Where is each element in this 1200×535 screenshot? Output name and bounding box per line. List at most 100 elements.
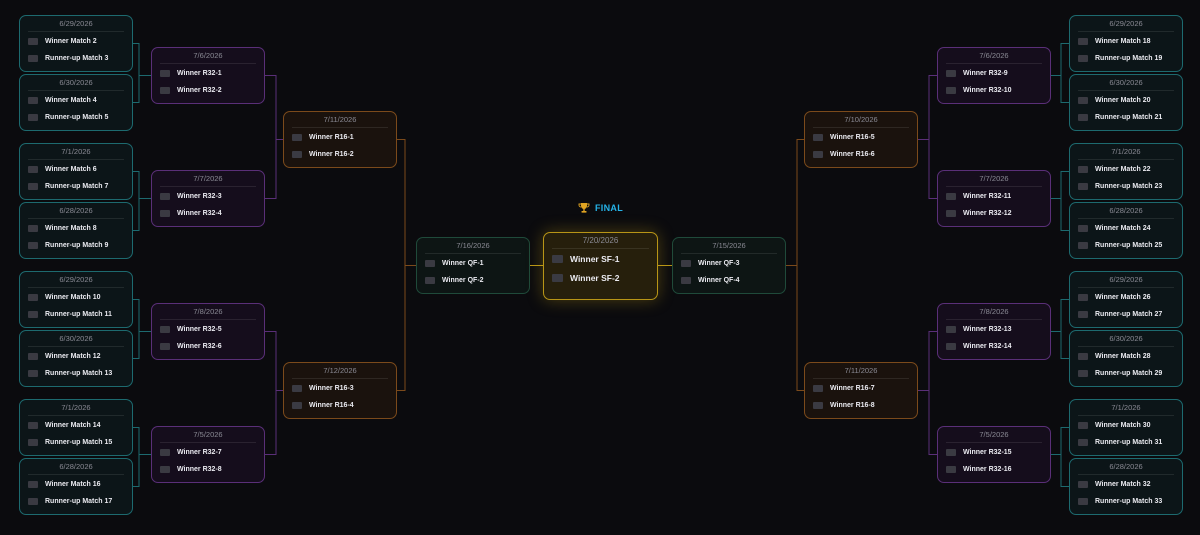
team-name: Winner Match 26 [1095, 293, 1151, 301]
team-slot[interactable]: Winner R16-8 [813, 397, 917, 413]
team-slot[interactable]: Winner Match 18 [1078, 33, 1182, 49]
team-slot[interactable]: Winner R32-10 [946, 82, 1050, 98]
team-slot[interactable]: Runner-up Match 23 [1078, 178, 1182, 194]
team-slot[interactable]: Runner-up Match 13 [28, 365, 132, 381]
team-name: Winner R16-5 [830, 133, 875, 141]
team-slot[interactable]: Runner-up Match 19 [1078, 50, 1182, 66]
team-slot[interactable]: Winner R32-11 [946, 188, 1050, 204]
team-slot[interactable]: Winner R32-12 [946, 205, 1050, 221]
team-slot[interactable]: Winner R16-1 [292, 129, 396, 145]
team-name: Winner R32-13 [963, 325, 1012, 333]
flag-placeholder-icon [160, 209, 170, 217]
team-slot[interactable]: Winner R32-9 [946, 65, 1050, 81]
team-slot[interactable]: Winner Match 10 [28, 289, 132, 305]
team-slot[interactable]: Winner Match 6 [28, 161, 132, 177]
team-slot[interactable]: Winner R32-16 [946, 461, 1050, 477]
team-slot[interactable]: Winner QF-3 [681, 255, 785, 271]
team-slot[interactable]: Runner-up Match 27 [1078, 306, 1182, 322]
team-name: Winner R32-2 [177, 86, 222, 94]
team-slot[interactable]: Winner R32-2 [160, 82, 264, 98]
team-slot[interactable]: Runner-up Match 29 [1078, 365, 1182, 381]
team-slot[interactable]: Runner-up Match 5 [28, 109, 132, 125]
flag-placeholder-icon [425, 276, 435, 284]
team-slot[interactable]: Winner R32-5 [160, 321, 264, 337]
team-slot[interactable]: Winner Match 14 [28, 417, 132, 433]
team-slot[interactable]: Winner R32-13 [946, 321, 1050, 337]
team-slot[interactable]: Winner Match 26 [1078, 289, 1182, 305]
team-slot[interactable]: Winner Match 12 [28, 348, 132, 364]
team-slot[interactable]: Winner Match 32 [1078, 476, 1182, 492]
team-slot[interactable]: Winner R16-2 [292, 146, 396, 162]
team-slot[interactable]: Runner-up Match 21 [1078, 109, 1182, 125]
team-slot[interactable]: Winner QF-1 [425, 255, 529, 271]
team-slot[interactable]: Winner Match 2 [28, 33, 132, 49]
team-slot[interactable]: Winner R32-7 [160, 444, 264, 460]
team-slot[interactable]: Winner Match 30 [1078, 417, 1182, 433]
team-slot[interactable]: Winner Match 22 [1078, 161, 1182, 177]
team-slot[interactable]: Runner-up Match 25 [1078, 237, 1182, 253]
team-slot[interactable]: Winner R16-5 [813, 129, 917, 145]
team-slot[interactable]: Winner Match 4 [28, 92, 132, 108]
team-slot[interactable]: Winner R32-3 [160, 188, 264, 204]
team-slot[interactable]: Runner-up Match 9 [28, 237, 132, 253]
team-slot[interactable]: Winner R32-4 [160, 205, 264, 221]
team-slot[interactable]: Winner Match 16 [28, 476, 132, 492]
team-slot[interactable]: Winner R16-4 [292, 397, 396, 413]
team-slot[interactable]: Winner QF-4 [681, 272, 785, 288]
team-slot[interactable]: Winner SF-2 [552, 269, 657, 287]
team-slot[interactable]: Winner Match 28 [1078, 348, 1182, 364]
team-slot[interactable]: Winner R32-15 [946, 444, 1050, 460]
team-slot[interactable]: Runner-up Match 15 [28, 434, 132, 450]
team-slot[interactable]: Winner QF-2 [425, 272, 529, 288]
team-slot[interactable]: Winner R16-6 [813, 146, 917, 162]
team-slot[interactable]: Winner SF-1 [552, 250, 657, 268]
team-slot[interactable]: Winner R32-1 [160, 65, 264, 81]
team-slot[interactable]: Winner Match 20 [1078, 92, 1182, 108]
team-slot[interactable]: Runner-up Match 33 [1078, 493, 1182, 509]
team-slot[interactable]: Winner Match 24 [1078, 220, 1182, 236]
team-slot[interactable]: Winner R16-3 [292, 380, 396, 396]
team-slot[interactable]: Winner Match 8 [28, 220, 132, 236]
team-slot[interactable]: Runner-up Match 31 [1078, 434, 1182, 450]
team-slot[interactable]: Winner R32-8 [160, 461, 264, 477]
team-slot[interactable]: Runner-up Match 3 [28, 50, 132, 66]
team-slot[interactable]: Runner-up Match 7 [28, 178, 132, 194]
team-slot[interactable]: Winner R32-6 [160, 338, 264, 354]
team-slot[interactable]: Runner-up Match 11 [28, 306, 132, 322]
team-slot[interactable]: Winner R32-14 [946, 338, 1050, 354]
team-slot[interactable]: Winner R16-7 [813, 380, 917, 396]
team-slot[interactable]: Runner-up Match 17 [28, 493, 132, 509]
